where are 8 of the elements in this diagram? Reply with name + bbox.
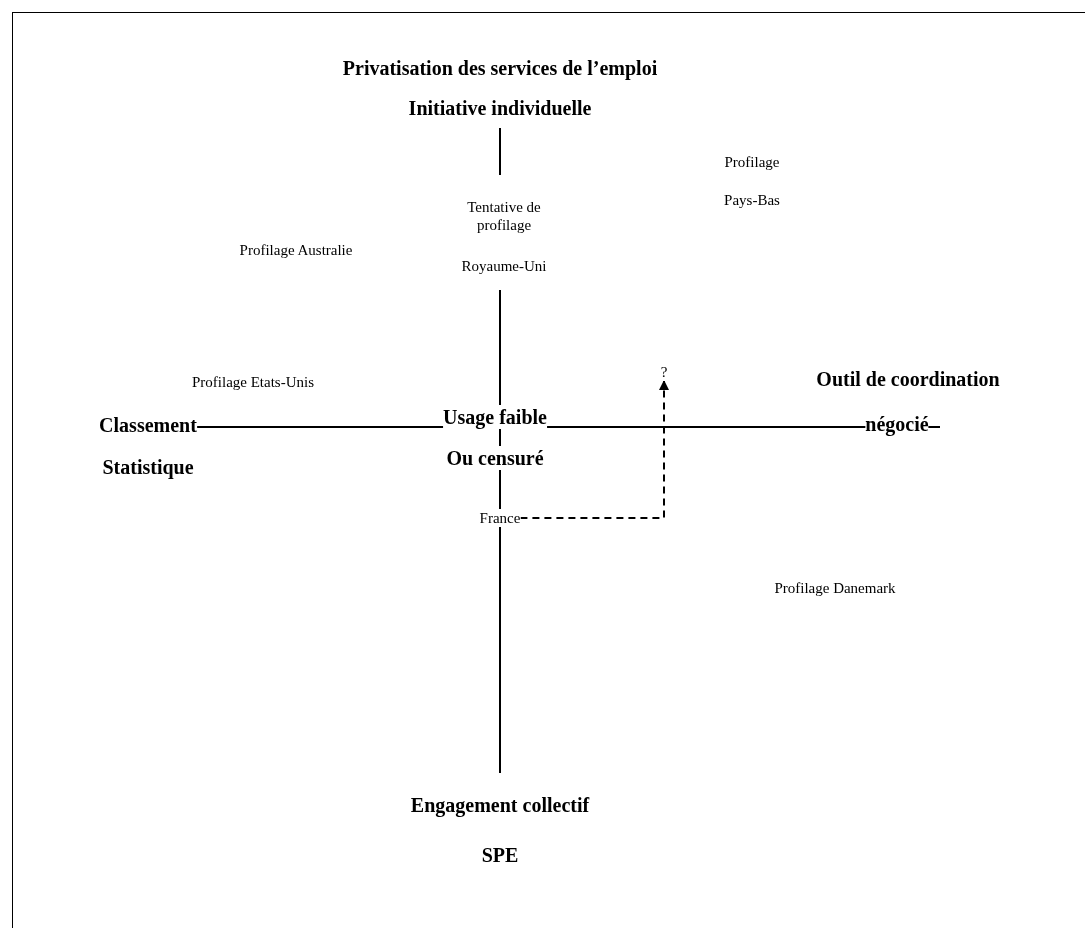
axis-label: Ou censuré: [446, 446, 544, 470]
country-label: France: [479, 509, 521, 527]
text-label: Profilage: [724, 153, 780, 171]
text-label: Profilage Danemark: [774, 579, 896, 597]
dashed-arrow: [519, 380, 669, 519]
text-label: Profilage Etats-Unis: [191, 373, 315, 391]
text-label: Profilage Australie: [239, 241, 353, 259]
axis-label: Usage faible: [443, 405, 547, 429]
